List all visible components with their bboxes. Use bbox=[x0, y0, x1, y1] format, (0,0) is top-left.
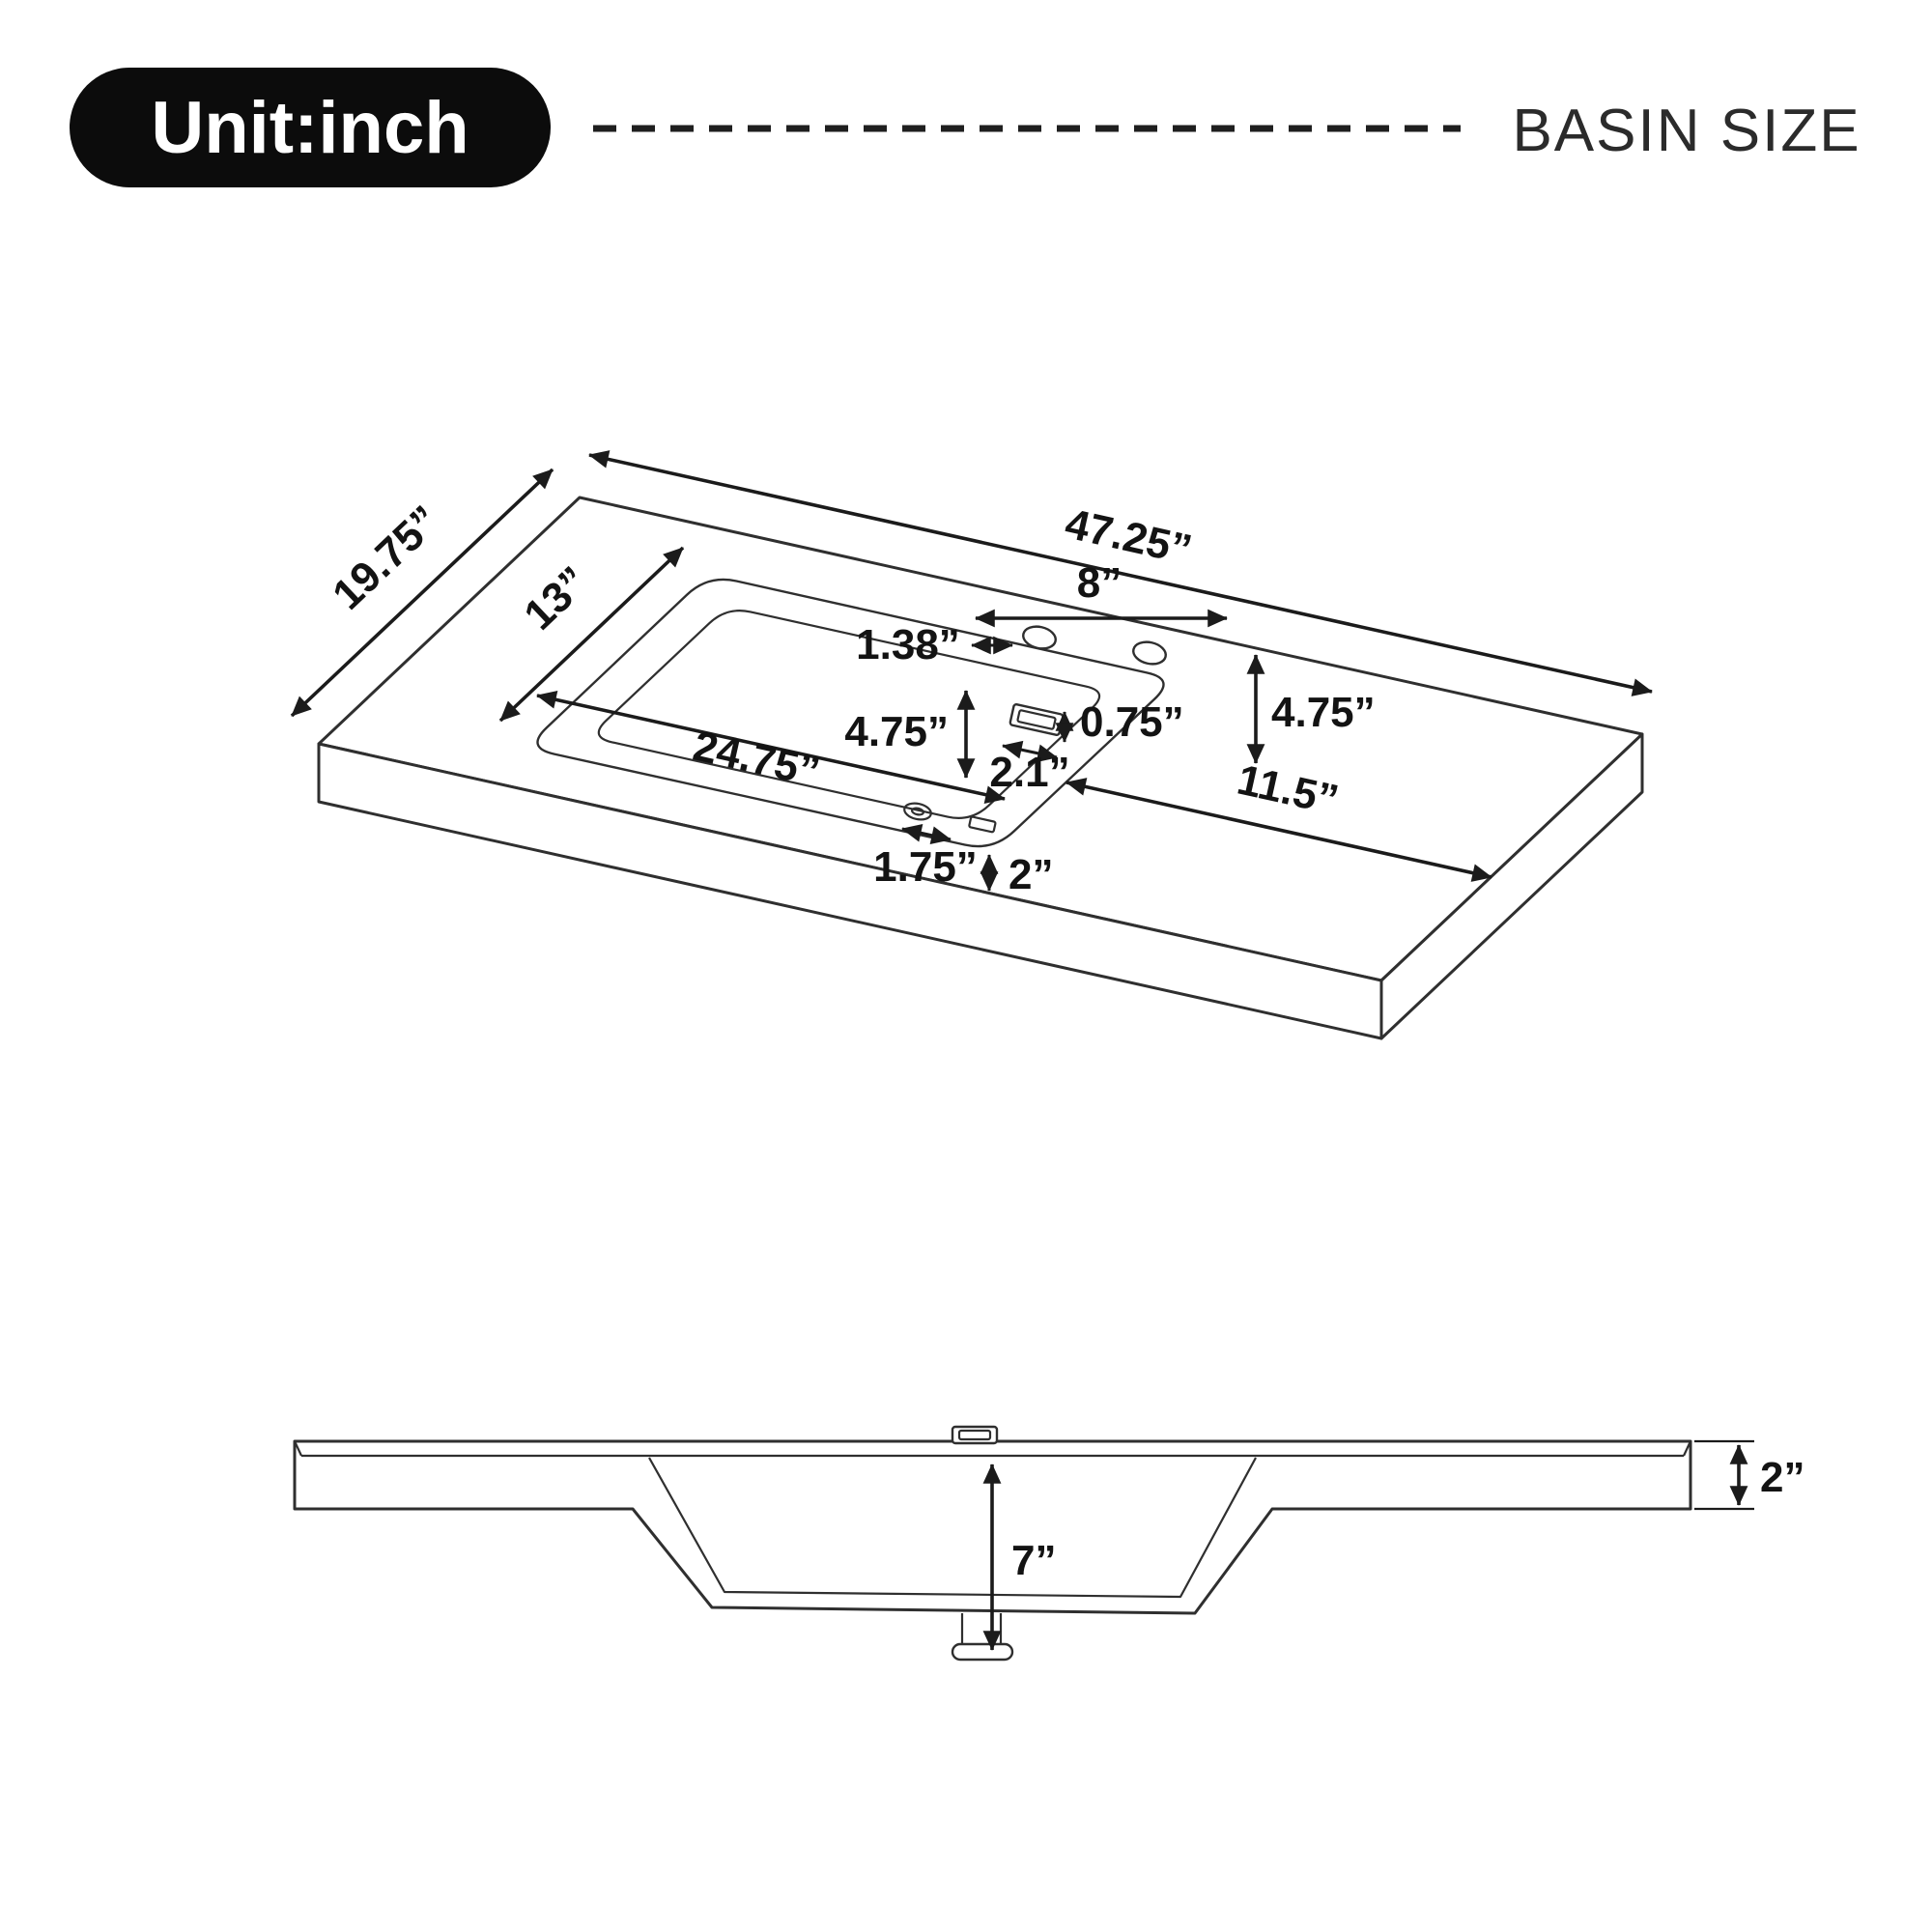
side-bowl-inner-wall bbox=[648, 1457, 1257, 1599]
dim-arrow-overflow-width bbox=[1002, 740, 1058, 763]
dim-label-overflow-width: 2.1” bbox=[989, 749, 1069, 796]
dim-label-edge-thickness: 2” bbox=[1760, 1454, 1804, 1501]
basin-top-view: 47.25” 19.75” 13” 8” 1.38” 4.75” 0.75” bbox=[290, 450, 1653, 1040]
unit-badge-pill bbox=[70, 68, 551, 187]
dim-arrow-drain-width bbox=[901, 824, 952, 844]
header: Unit:inch BASIN SIZE bbox=[70, 68, 1861, 187]
dim-label-faucet-hole-diameter: 1.38” bbox=[856, 621, 960, 668]
dim-right-back-clearance: 4.75” bbox=[1246, 654, 1376, 764]
dim-arrow-bowl-width bbox=[536, 691, 1006, 804]
dim-label-faucet-spacing: 8” bbox=[1077, 559, 1122, 607]
side-overflow-fitting-inner bbox=[957, 1429, 992, 1441]
dim-arrow-overall-width bbox=[588, 450, 1653, 696]
dim-label-right-back-clearance: 4.75” bbox=[1271, 689, 1376, 736]
side-top-left-bevel bbox=[294, 1440, 302, 1457]
dim-arrow-right-deck-width bbox=[1065, 778, 1492, 882]
side-top-right-bevel bbox=[1683, 1440, 1691, 1457]
drain-hole-center bbox=[911, 807, 924, 816]
dim-label-overflow-height: 0.75” bbox=[1080, 698, 1184, 746]
basin-side-view: 7” 2” bbox=[293, 1425, 1804, 1662]
dim-overflow-width: 2.1” bbox=[989, 740, 1070, 796]
dim-arrow-bowl-depth bbox=[498, 546, 685, 723]
dim-label-bowl-to-front-edge: 2” bbox=[1009, 851, 1053, 898]
dim-faucet-spacing: 8” bbox=[975, 559, 1228, 628]
drain-flange bbox=[951, 1642, 1014, 1662]
dim-overflow-height: 0.75” bbox=[1055, 698, 1184, 746]
overflow-opening bbox=[1009, 703, 1065, 736]
dim-label-drain-width: 1.75” bbox=[873, 843, 978, 891]
dim-faucet-hole-diameter: 1.38” bbox=[856, 621, 1013, 668]
countertop-right-face bbox=[1379, 732, 1644, 1040]
dim-basin-depth: 7” bbox=[982, 1463, 1056, 1651]
dim-drain-width: 1.75” bbox=[873, 824, 978, 891]
drain-fitting bbox=[968, 815, 997, 834]
dim-bowl-to-front-edge: 2” bbox=[980, 851, 1053, 898]
drain-hole bbox=[903, 802, 932, 821]
overflow-inner bbox=[1016, 709, 1057, 730]
unit-badge-label: Unit:inch bbox=[151, 87, 469, 169]
dim-edge-thickness: 2” bbox=[1694, 1439, 1804, 1511]
dim-label-backsplash-to-bowl: 4.75” bbox=[844, 708, 949, 755]
dim-label-overall-depth: 19.75” bbox=[324, 497, 449, 618]
dim-label-basin-depth: 7” bbox=[1011, 1537, 1056, 1584]
page-title: BASIN SIZE bbox=[1512, 98, 1861, 164]
dim-arrow-overall-depth bbox=[290, 468, 554, 718]
